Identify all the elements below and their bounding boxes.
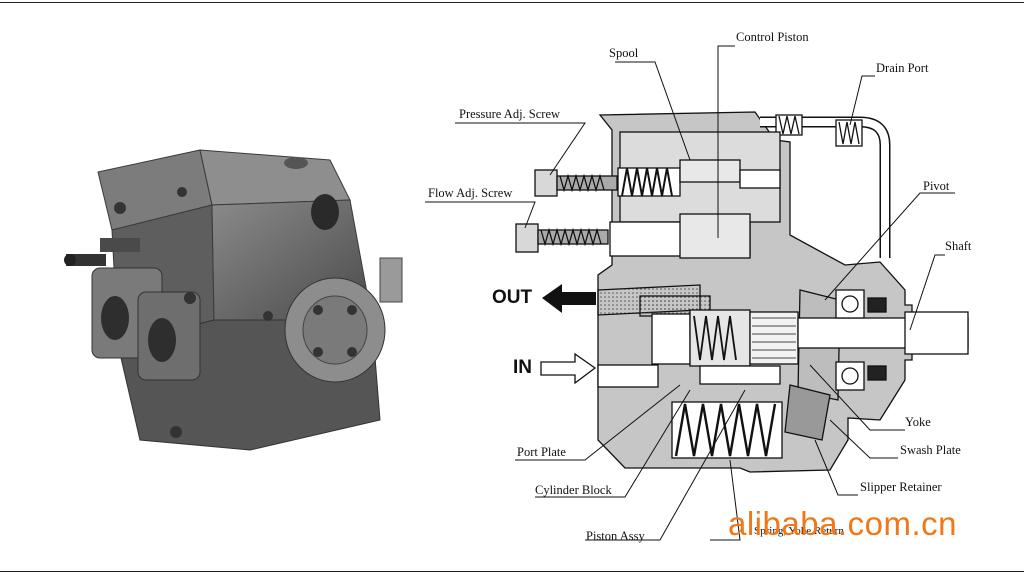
label-port-plate: Port Plate — [517, 445, 566, 459]
label-pivot: Pivot — [923, 179, 950, 193]
out-arrow — [542, 284, 596, 313]
label-yoke: Yoke — [905, 415, 931, 429]
label-spring-yoke-return: Spring, Yoke Return — [754, 525, 844, 537]
label-cylinder-block: Cylinder Block — [535, 483, 612, 497]
leader-lines — [425, 45, 955, 541]
bottom-border — [0, 571, 1024, 572]
label-in: IN — [513, 357, 532, 378]
label-shaft: Shaft — [945, 239, 972, 253]
label-slipper-retainer: Slipper Retainer — [860, 480, 942, 494]
top-border — [0, 2, 1024, 3]
cutaway-diagram — [515, 111, 969, 473]
label-piston-assy: Piston Assy — [586, 529, 645, 543]
label-control-piston: Control Piston — [736, 30, 809, 44]
alibaba-watermark: alibaba.com.cn — [728, 505, 957, 542]
label-spool: Spool — [609, 46, 639, 60]
label-swash-plate: Swash Plate — [900, 443, 961, 457]
pump-photo — [64, 149, 403, 451]
label-drain-port: Drain Port — [876, 61, 929, 75]
in-arrow — [540, 352, 597, 385]
label-flow-adj-screw: Flow Adj. Screw — [428, 186, 513, 200]
label-out: OUT — [492, 287, 533, 308]
label-pressure-adj-screw: Pressure Adj. Screw — [459, 107, 561, 121]
